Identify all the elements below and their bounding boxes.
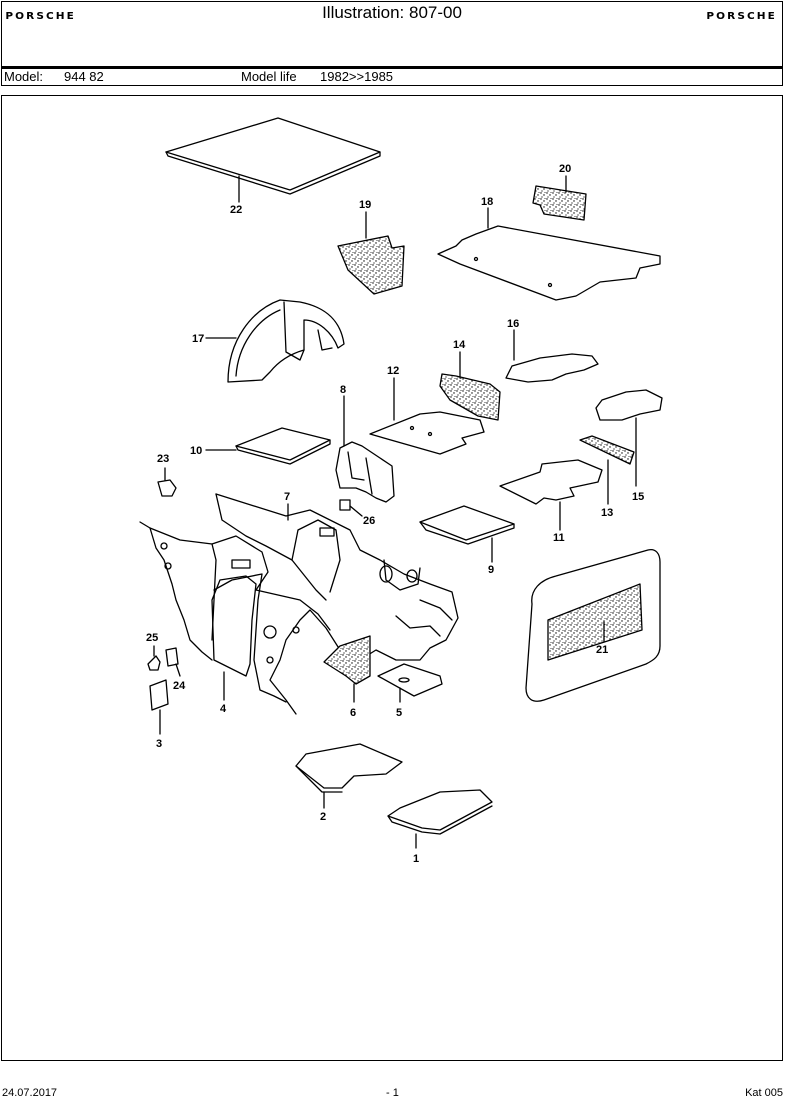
callout-26: 26: [363, 515, 375, 527]
callout-17: 17: [192, 333, 204, 345]
part-1-floor-mat: [387, 789, 493, 849]
callout-23: 23: [157, 453, 169, 465]
part-25-grommet: [147, 645, 161, 671]
model-label: Model:: [4, 69, 44, 84]
callout-9: 9: [488, 564, 494, 576]
callout-5: 5: [396, 707, 402, 719]
callout-15: 15: [632, 491, 644, 503]
callout-18: 18: [481, 196, 493, 208]
callout-6: 6: [350, 707, 356, 719]
part-9-mat: [419, 505, 515, 563]
footer-date: 24.07.2017: [2, 1087, 58, 1099]
part-23-fastener: [157, 467, 177, 497]
porsche-logo-right: PORSCHE: [706, 11, 777, 22]
part-5-small-mat: [377, 663, 443, 703]
callout-2: 2: [320, 811, 326, 823]
callout-20: 20: [559, 163, 571, 175]
part-17-wheel-arch: [205, 299, 345, 383]
part-18-rear-floor-mat: [437, 207, 661, 301]
part-10-small-mat: [205, 427, 331, 465]
callout-4: 4: [220, 703, 227, 715]
callout-22: 22: [230, 204, 242, 216]
model-life-label: Model life: [241, 69, 297, 84]
part-3-pad: [149, 679, 169, 735]
part-6-insulation-pad: [323, 635, 371, 703]
callout-24: 24: [173, 680, 186, 692]
header-divider: [1, 66, 783, 69]
part-13-insulation-strip: [579, 435, 635, 505]
part-20-insulation-pad: [532, 175, 587, 221]
callout-16: 16: [507, 318, 519, 330]
part-24-clip: [165, 647, 181, 677]
part-7-floor-shell: [139, 493, 459, 715]
callout-19: 19: [359, 199, 371, 211]
page-title: Illustration: 807-00: [322, 3, 462, 22]
part-14-insulation-pad: [439, 351, 501, 421]
part-22-headliner: [165, 117, 381, 203]
footer-page-number: - 1: [386, 1087, 399, 1099]
model-life-value: 1982>>1985: [320, 69, 394, 84]
model-value: 944 82: [64, 69, 104, 84]
part-15-trim-piece: [595, 389, 663, 487]
porsche-logo-left: PORSCHE: [5, 11, 76, 22]
part-26-clip: [339, 499, 363, 517]
callout-25: 25: [146, 632, 158, 644]
part-16-trim-piece: [505, 329, 599, 383]
callout-7: 7: [284, 491, 290, 503]
part-21-door-panel: [525, 548, 661, 702]
part-2-floor-mat: [295, 743, 403, 809]
model-bar: Model: 944 82 Model life 1982>>1985: [1, 69, 783, 86]
callout-8: 8: [340, 384, 346, 396]
callout-21: 21: [596, 644, 608, 656]
callout-13: 13: [601, 507, 613, 519]
callout-11: 11: [553, 532, 565, 544]
callout-12: 12: [387, 365, 399, 377]
part-19-insulation: [337, 211, 405, 295]
part-8-bracket: [335, 395, 395, 503]
callout-3: 3: [156, 738, 162, 750]
part-12-floor-mat: [369, 377, 485, 455]
part-4-side-trim: [211, 575, 257, 701]
callout-14: 14: [453, 339, 466, 351]
illustration-frame: [1, 95, 783, 1061]
footer-catalog: Kat 005: [745, 1087, 783, 1099]
callout-10: 10: [190, 445, 202, 457]
part-11-floor-mat: [499, 459, 603, 531]
callout-1: 1: [413, 853, 419, 865]
